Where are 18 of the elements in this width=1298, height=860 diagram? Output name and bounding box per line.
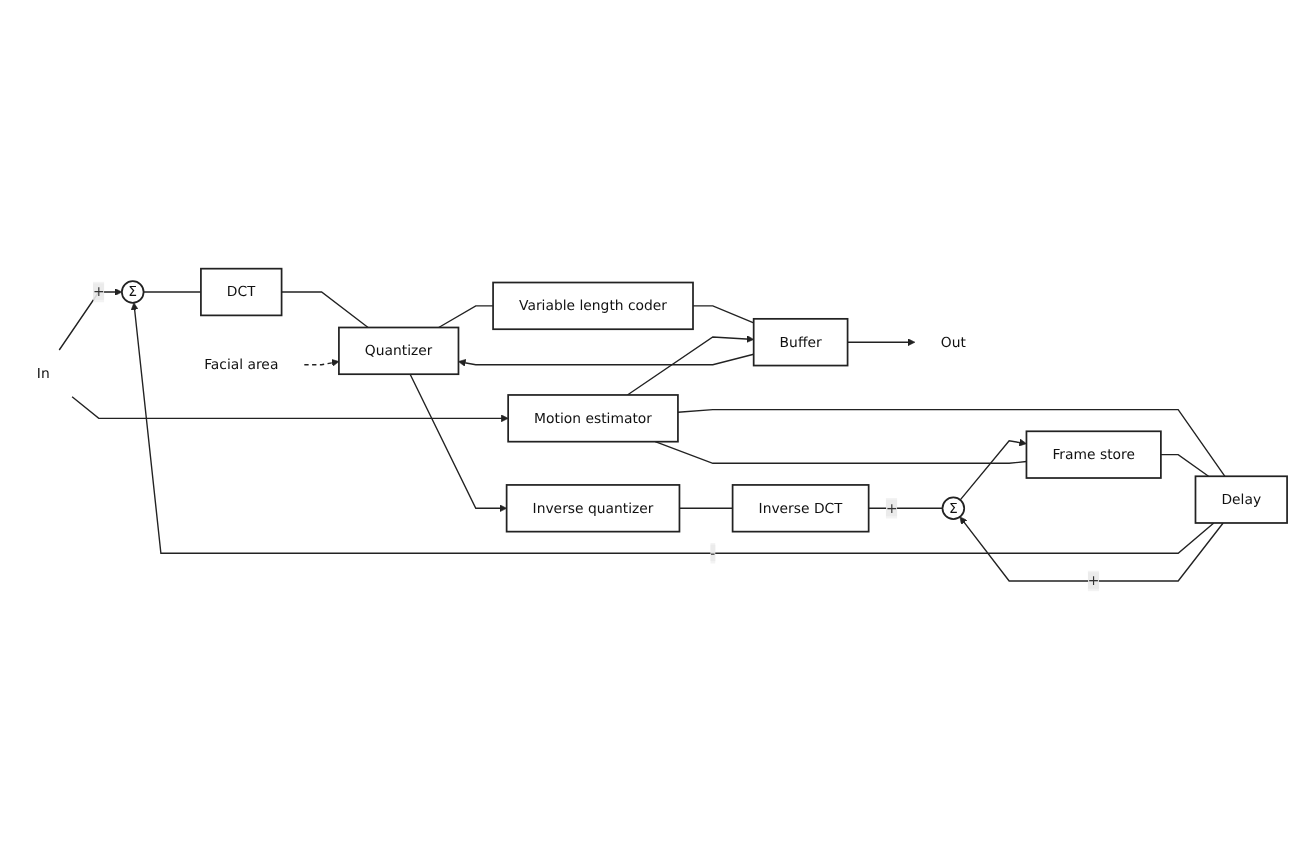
arrow [626,335,754,396]
arrow [130,302,1215,554]
arrow [409,373,507,513]
arrow [303,359,340,367]
arrow [71,396,509,423]
connector [280,291,369,329]
arrow [959,438,1027,501]
connector [438,305,494,329]
connector [677,409,1226,477]
connector [678,507,734,509]
arrow [58,288,123,351]
arrow [959,516,1224,582]
arrow [458,353,755,367]
connector [654,441,1028,464]
connector [692,305,755,324]
connector [1160,453,1210,477]
connector [142,291,202,293]
arrow [846,338,916,346]
